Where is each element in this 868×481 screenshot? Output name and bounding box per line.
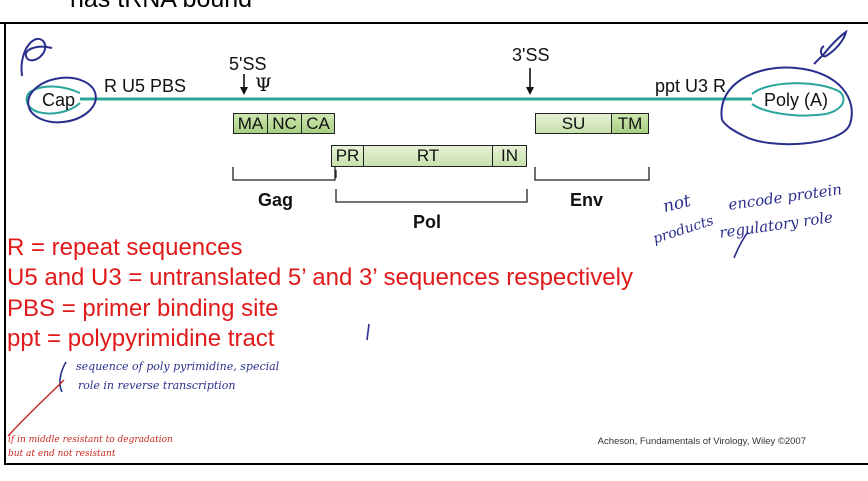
gene-label-env: Env bbox=[570, 190, 604, 210]
definition-ppt: ppt = polypyrimidine tract bbox=[7, 325, 275, 352]
gag-bracket bbox=[232, 167, 336, 181]
cap-label: Cap bbox=[42, 90, 76, 110]
source-credit: Acheson, Fundamentals of Virology, Wiley… bbox=[597, 436, 806, 447]
gag-domain-ca: CA bbox=[301, 113, 335, 134]
splice-5-label: 5'SS bbox=[229, 54, 267, 74]
header-cut-text: has tRNA bound bbox=[70, 0, 252, 12]
pol-domain-pr: PR bbox=[331, 145, 364, 167]
arrow-down-icon bbox=[526, 87, 534, 95]
pin-mark-icon bbox=[20, 38, 53, 77]
gene-label-pol: Pol bbox=[413, 212, 442, 232]
right-elements-label: ppt U3 R bbox=[655, 76, 727, 96]
arrow-down-icon bbox=[240, 87, 248, 95]
gag-domain-ma: MA bbox=[233, 113, 268, 134]
left-elements-label: R U5 PBS bbox=[104, 76, 187, 96]
pol-bracket bbox=[335, 189, 528, 203]
env-domain-tm: TM bbox=[611, 113, 649, 134]
env-domain-su: SU bbox=[535, 113, 612, 134]
pin-mark-icon bbox=[813, 29, 848, 65]
splice-3-label: 3'SS bbox=[512, 45, 550, 65]
handwritten-note-degradation: if in middle resistant to degradation bbox=[8, 435, 173, 445]
pol-domain-in: IN bbox=[492, 145, 527, 167]
frame-bottom-line bbox=[4, 463, 868, 465]
env-bracket bbox=[534, 167, 650, 181]
definition-pbs: PBS = primer binding site bbox=[7, 295, 279, 322]
handwritten-tick bbox=[733, 231, 749, 259]
frame-top-line bbox=[0, 22, 868, 24]
pol-domain-rt: RT bbox=[363, 145, 493, 167]
polya-label: Poly (A) bbox=[764, 90, 829, 110]
psi-label: Ψ bbox=[255, 74, 272, 96]
handwritten-pbs-tick bbox=[366, 323, 370, 341]
handwritten-note-sequence: sequence of poly pyrimidine, special bbox=[76, 360, 280, 373]
gag-domain-nc: NC bbox=[267, 113, 302, 134]
frame-left-line bbox=[4, 22, 6, 464]
handwritten-note-end: but at end not resistant bbox=[8, 449, 116, 459]
cap-circle-mark bbox=[27, 76, 97, 124]
handwritten-bracket bbox=[59, 361, 67, 393]
polya-shape bbox=[751, 82, 845, 117]
polya-circle-mark bbox=[720, 66, 853, 146]
definition-r: R = repeat sequences bbox=[7, 234, 243, 261]
handwritten-slash bbox=[7, 379, 65, 437]
gene-label-gag: Gag bbox=[258, 190, 294, 210]
definition-u5-u3: U5 and U3 = untranslated 5’ and 3’ seque… bbox=[7, 264, 633, 291]
handwritten-note-role: role in reverse transcription bbox=[78, 379, 236, 392]
